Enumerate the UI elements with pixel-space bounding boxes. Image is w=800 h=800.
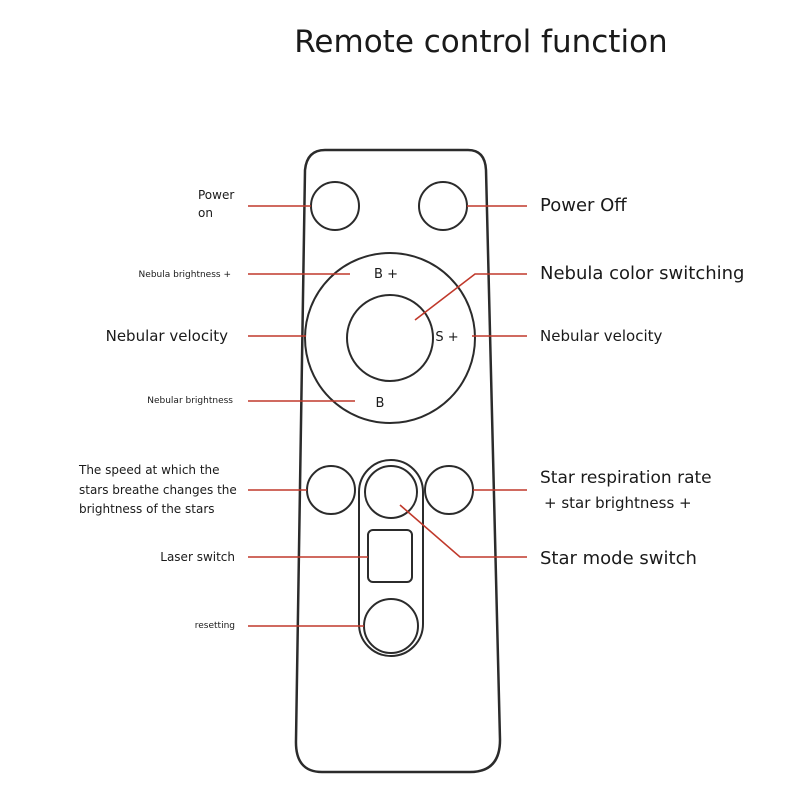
label-power-on-line2: on — [198, 206, 213, 220]
remote-body — [294, 148, 502, 774]
brightness-down-ring-label: B — [376, 396, 385, 411]
label-star-respiration-line2: + star brightness + — [544, 494, 692, 512]
page-title: Remote control function — [294, 24, 667, 60]
label-star-speed-line1: The speed at which the — [78, 463, 220, 477]
leader-nebula-color — [414, 273, 527, 321]
leader-lines — [248, 205, 527, 627]
label-nebular-velocity-left: Nebular velocity — [106, 327, 229, 345]
label-star-mode-switch: Star mode switch — [540, 548, 697, 569]
speed-up-ring-label: S + — [435, 330, 458, 345]
star-speed-down-button[interactable] — [306, 465, 356, 515]
label-star-respiration-line1: Star respiration rate — [540, 468, 712, 488]
label-laser-switch: Laser switch — [160, 550, 235, 564]
laser-switch-button[interactable] — [367, 529, 413, 583]
label-star-speed-line3: brightness of the stars — [79, 502, 215, 516]
power-on-button[interactable] — [310, 181, 360, 231]
label-star-speed-line2: stars breathe changes the — [79, 483, 237, 497]
center-column-outline — [358, 459, 424, 657]
nebula-center-button[interactable] — [346, 294, 434, 382]
brightness-up-ring-label: B + — [374, 267, 398, 282]
reset-button[interactable] — [363, 598, 419, 654]
label-nebula-brightness-plus: Nebula brightness + — [139, 270, 231, 280]
label-nebular-velocity-right: Nebular velocity — [540, 327, 663, 345]
label-nebula-color-switching: Nebula color switching — [540, 263, 744, 284]
label-power-on-line1: Power — [198, 188, 234, 202]
star-mode-button[interactable] — [364, 465, 418, 519]
label-power-off: Power Off — [540, 195, 627, 216]
star-speed-up-button[interactable] — [424, 465, 474, 515]
power-off-button[interactable] — [418, 181, 468, 231]
label-nebular-brightness: Nebular brightness — [147, 396, 233, 406]
nebula-control-ring[interactable] — [304, 252, 476, 424]
label-resetting: resetting — [195, 621, 235, 631]
leader-star-mode — [399, 504, 527, 558]
